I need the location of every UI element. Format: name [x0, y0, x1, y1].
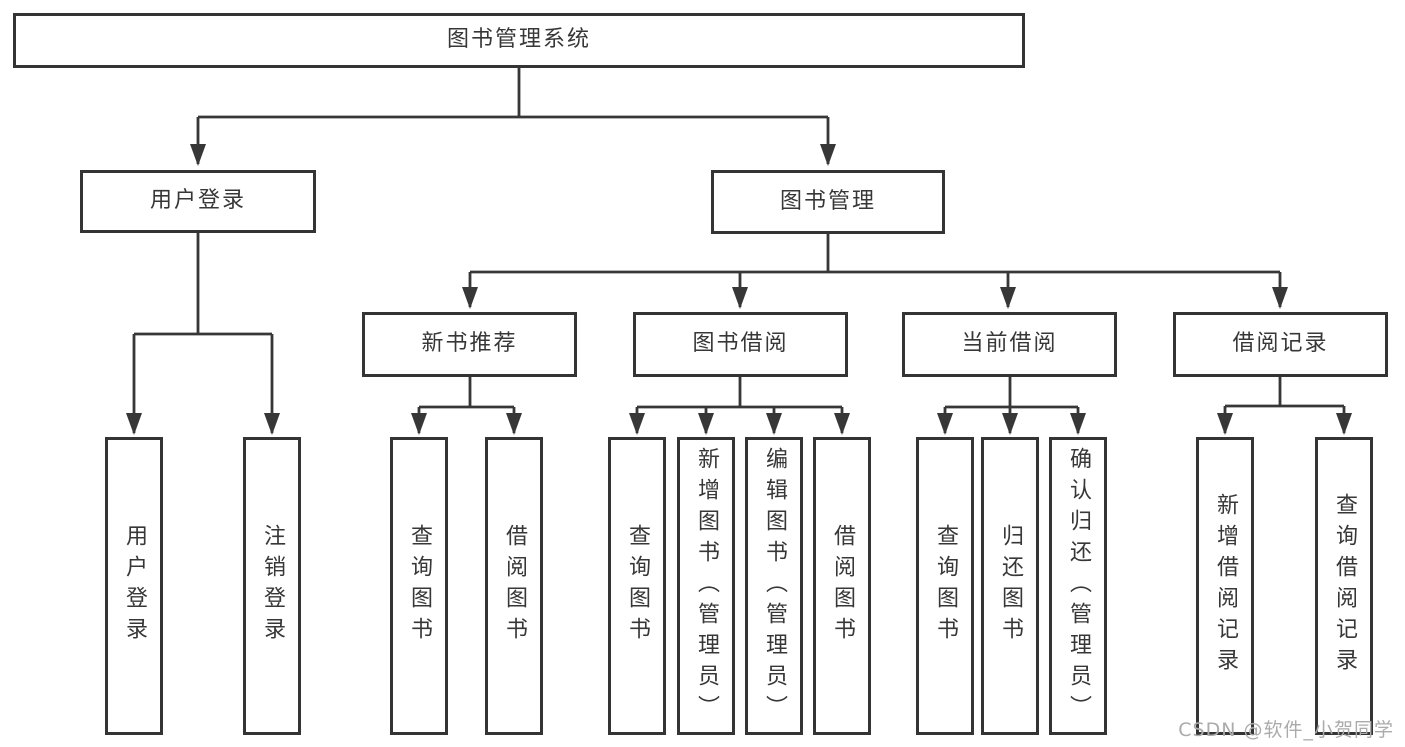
node-book-borrowing: 图书借阅: [633, 312, 848, 377]
node-borrowing-records: 借阅记录: [1173, 312, 1388, 377]
node-add-book-admin: 新增图书（管理员）: [677, 437, 735, 735]
node-user-login: 用户登录: [80, 170, 316, 233]
node-query-books-current: 查询图书: [916, 437, 974, 735]
node-borrow-books: 借阅图书: [813, 437, 871, 735]
node-confirm-return-admin: 确认归还（管理员）: [1049, 437, 1107, 735]
node-logout: 注销登录: [243, 437, 301, 735]
node-add-borrow-record: 新增借阅记录: [1196, 437, 1254, 735]
node-current-borrowing: 当前借阅: [902, 312, 1117, 377]
node-new-book-recommendation: 新书推荐: [362, 312, 577, 377]
node-query-borrow-record: 查询借阅记录: [1315, 437, 1373, 735]
node-edit-book-admin: 编辑图书（管理员）: [745, 437, 803, 735]
node-library-management-system: 图书管理系统: [13, 13, 1025, 68]
node-book-management: 图书管理: [711, 170, 945, 234]
node-query-books-borrowing: 查询图书: [608, 437, 666, 735]
csdn-watermark: CSDN @软件_小贺同学: [1178, 719, 1394, 741]
node-user-login-leaf: 用户登录: [105, 437, 163, 735]
node-query-books-recommend: 查询图书: [390, 437, 448, 735]
node-return-books: 归还图书: [981, 437, 1039, 735]
node-borrow-books-recommend: 借阅图书: [485, 437, 543, 735]
